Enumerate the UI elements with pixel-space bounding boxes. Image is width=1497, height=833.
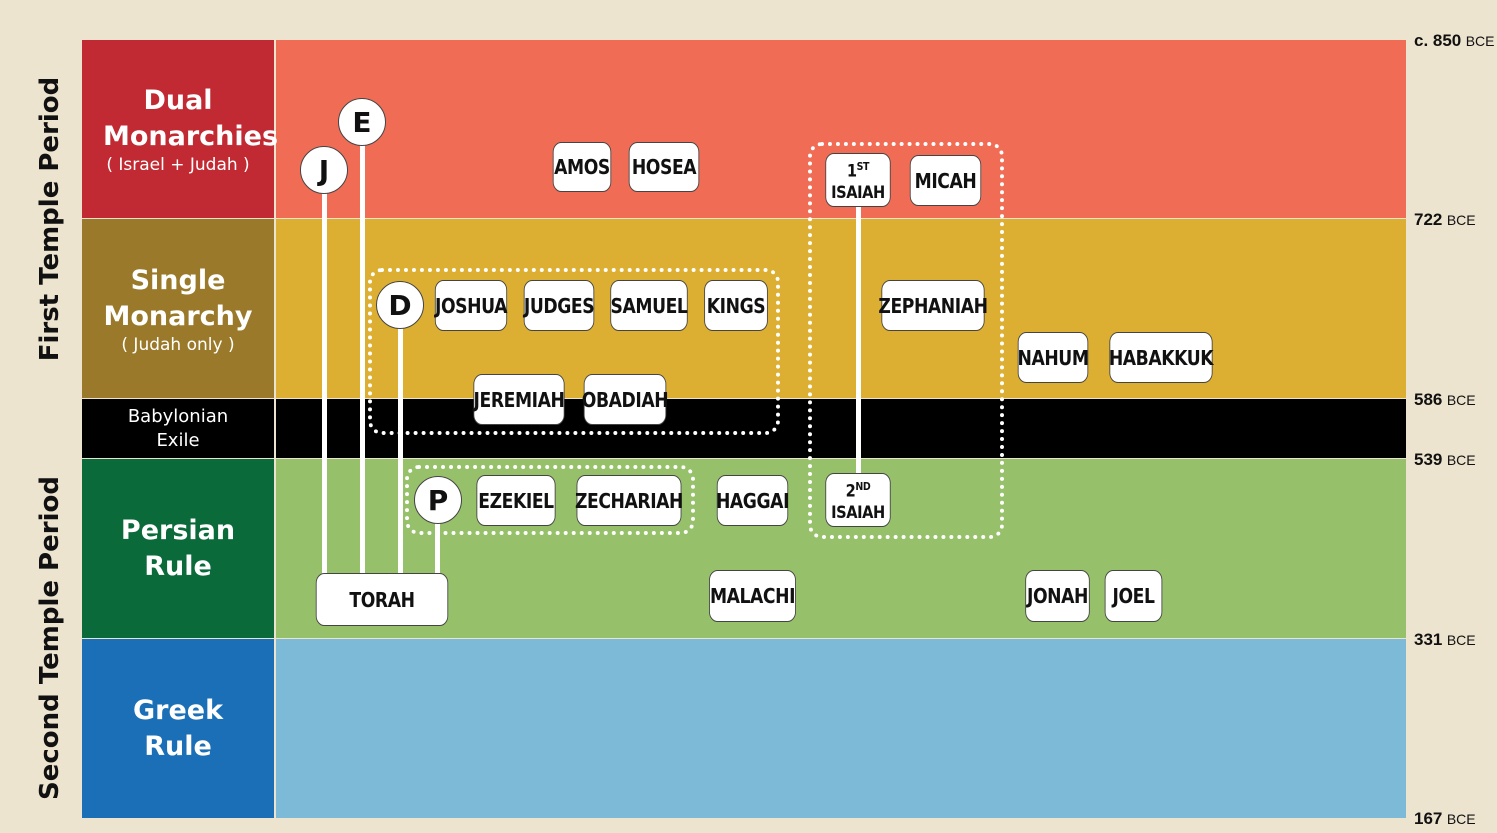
d-to-torah-line [398,305,403,580]
book-amos: AMOS [552,142,612,192]
book-zechariah: ZECHARIAH [575,475,683,526]
period-single-monarchy: Single Monarchy ( Judah only ) [82,219,274,398]
source-e: E [338,98,386,146]
book-kings: KINGS [704,280,768,331]
period-babylonian-exile: Babylonian Exile [82,399,274,458]
book-zephaniah: ZEPHANIAH [878,280,988,331]
date-label: 167 BCE [1414,809,1476,828]
book-judges: JUDGES [523,280,595,331]
book-ezekiel: EZEKIEL [476,475,556,526]
source-j: J [300,146,348,194]
book-nahum: NAHUM [1017,332,1089,383]
book-habakkuk: HABAKKUK [1109,332,1214,383]
book-joel: JOEL [1104,570,1163,622]
book-jeremiah: JEREMIAH [473,374,565,425]
date-label: 586 BCE [1414,390,1476,409]
date-label: 331 BCE [1414,630,1476,649]
book-hosea: HOSEA [628,142,700,192]
period-title: Greek Rule [132,694,224,762]
book-jonah: JONAH [1025,570,1090,622]
book-second-isaiah: 2ND ISAIAH [825,473,891,527]
second-isaiah-number: 2ND [845,479,871,502]
book-obadiah: OBADIAH [582,374,669,425]
p-to-torah-line [435,500,440,580]
band-greek-rule [276,639,1406,818]
period-title: Persian Rule [120,514,236,582]
period-dual-monarchies: Dual Monarchies ( Israel + Judah ) [82,40,279,218]
book-samuel: SAMUEL [610,280,688,331]
date-label: 539 BCE [1414,450,1476,469]
book-malachi: MALACHI [709,570,796,622]
era-label-second-temple: Second Temple Period [35,476,65,800]
period-greek-rule: Greek Rule [82,639,274,818]
priestly-group [405,465,695,535]
period-title: Single Monarchy [103,264,253,332]
first-isaiah-name: ISAIAH [831,183,885,204]
book-haggai: HAGGAI [716,475,789,526]
date-label: c. 850 BCE [1414,31,1495,50]
period-persian-rule: Persian Rule [82,459,274,638]
source-p: P [414,476,462,524]
j-to-torah-line [322,170,327,580]
book-joshua: JOSHUA [434,280,507,331]
isaiah-group [808,142,1004,539]
deuteronomistic-history-group [368,268,780,435]
book-torah: TORAH [315,573,449,626]
isaiah-connector-line [856,180,861,500]
period-subtitle: ( Israel + Judah ) [106,155,250,175]
source-d: D [376,281,424,329]
book-micah: MICAH [909,155,982,206]
era-label-first-temple: First Temple Period [35,76,65,362]
book-first-isaiah: 1ST ISAIAH [825,153,891,207]
second-isaiah-name: ISAIAH [831,503,885,524]
band-babylonian-exile [276,399,1406,458]
period-title: Dual Monarchies [103,85,279,152]
period-subtitle: ( Judah only ) [121,334,235,355]
first-isaiah-number: 1ST [846,159,870,182]
e-to-torah-line [360,122,365,580]
period-title: Babylonian Exile [127,405,229,451]
date-label: 722 BCE [1414,210,1476,229]
